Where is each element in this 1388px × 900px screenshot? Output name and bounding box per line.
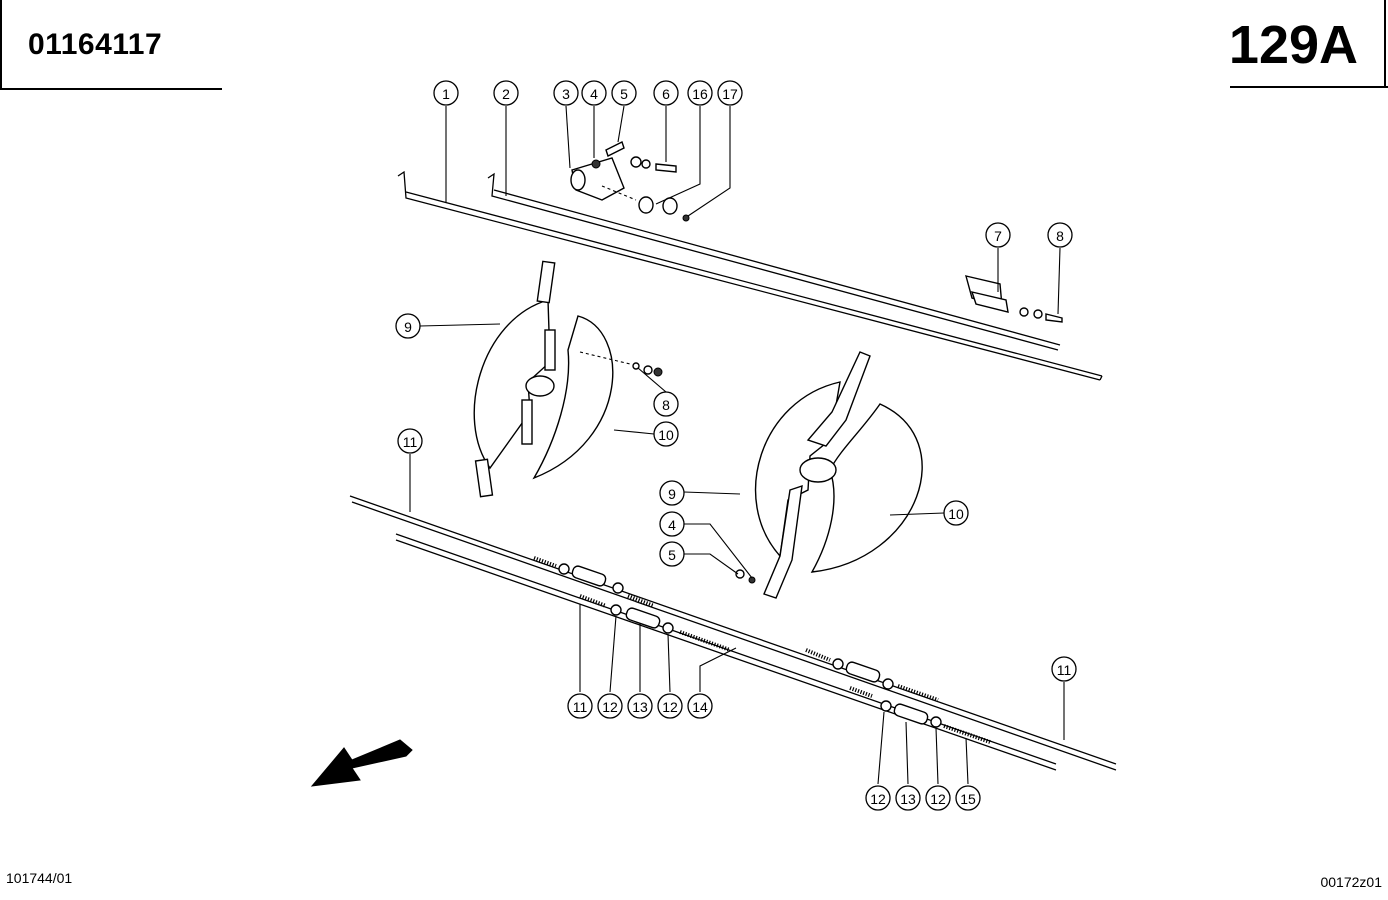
svg-text:12: 12 — [930, 791, 946, 807]
callout-15: 15 — [955, 785, 981, 811]
header-box-left-edge — [0, 0, 2, 90]
callout-9-left: 9 — [395, 313, 421, 339]
header-divider-left — [0, 88, 222, 90]
footer-drawing-code: 101744/01 — [6, 870, 73, 886]
callout-10-right: 10 — [943, 500, 969, 526]
left-disc-assembly — [473, 260, 663, 498]
bolt-icon — [655, 163, 677, 173]
svg-text:11: 11 — [403, 434, 418, 450]
svg-text:5: 5 — [668, 547, 676, 563]
svg-text:11: 11 — [1057, 662, 1072, 678]
callout-16: 16 — [687, 80, 713, 106]
callout-5: 5 — [611, 80, 637, 106]
svg-text:2: 2 — [502, 86, 510, 102]
direction-arrow-icon — [310, 739, 413, 787]
svg-text:13: 13 — [900, 791, 916, 807]
callout-14: 14 — [687, 693, 713, 719]
callout-9-right: 9 — [659, 480, 685, 506]
svg-text:12: 12 — [602, 699, 618, 715]
washer-icon — [682, 214, 690, 222]
callout-4: 4 — [581, 80, 607, 106]
bracket-assembly — [570, 141, 690, 222]
callout-8-top: 8 — [1047, 222, 1073, 248]
callout-1: 1 — [433, 80, 459, 106]
svg-text:8: 8 — [1056, 228, 1064, 244]
washer-icon — [748, 576, 756, 584]
svg-text:14: 14 — [692, 699, 708, 715]
callout-8-left: 8 — [653, 391, 679, 417]
callout-12-a: 12 — [597, 693, 623, 719]
callout-10-left: 10 — [653, 421, 679, 447]
page-code: 129A — [1228, 15, 1358, 75]
svg-text:17: 17 — [722, 86, 738, 102]
callout-3: 3 — [553, 80, 579, 106]
callout-11-right: 11 — [1051, 656, 1077, 682]
svg-text:13: 13 — [632, 699, 648, 715]
svg-text:10: 10 — [948, 506, 964, 522]
callout-13-b: 13 — [895, 785, 921, 811]
svg-text:15: 15 — [960, 791, 976, 807]
svg-text:5: 5 — [620, 86, 628, 102]
svg-text:4: 4 — [668, 517, 676, 533]
footer-image-code: 00172z01 — [1320, 874, 1382, 890]
bolt-icon — [605, 141, 625, 157]
svg-text:9: 9 — [404, 319, 412, 335]
rod-part-1 — [397, 170, 1103, 381]
svg-text:9: 9 — [668, 486, 676, 502]
svg-text:12: 12 — [662, 699, 678, 715]
document-number: 01164117 — [28, 28, 163, 61]
svg-text:3: 3 — [562, 86, 570, 102]
nut-icon — [591, 159, 601, 169]
lower-rod-assembly — [349, 495, 1117, 771]
svg-text:1: 1 — [442, 86, 450, 102]
callout-11-lower: 11 — [567, 693, 593, 719]
svg-text:11: 11 — [573, 699, 588, 715]
nut-icon — [653, 367, 663, 377]
rod-part-2 — [487, 172, 1061, 351]
callout-17: 17 — [717, 80, 743, 106]
svg-text:8: 8 — [662, 397, 670, 413]
header-divider-right — [1230, 86, 1388, 88]
callout-2: 2 — [493, 80, 519, 106]
callout-4-right: 4 — [659, 511, 685, 537]
right-disc-assembly — [735, 351, 923, 599]
callout-12-d: 12 — [925, 785, 951, 811]
svg-text:12: 12 — [870, 791, 886, 807]
bolt-icon — [1045, 313, 1063, 323]
leader-lines — [409, 105, 1065, 785]
callout-7: 7 — [985, 222, 1011, 248]
bracket-part-7 — [965, 275, 1063, 323]
svg-text:6: 6 — [662, 86, 670, 102]
callout-13-a: 13 — [627, 693, 653, 719]
callout-11-upper: 11 — [397, 428, 423, 454]
callout-12-b: 12 — [657, 693, 683, 719]
callout-12-c: 12 — [865, 785, 891, 811]
svg-text:16: 16 — [692, 86, 708, 102]
header-box-right-edge — [1384, 0, 1386, 88]
callout-6: 6 — [653, 80, 679, 106]
callout-5-right: 5 — [659, 541, 685, 567]
svg-text:10: 10 — [658, 427, 674, 443]
svg-text:4: 4 — [590, 86, 598, 102]
svg-text:7: 7 — [994, 228, 1002, 244]
